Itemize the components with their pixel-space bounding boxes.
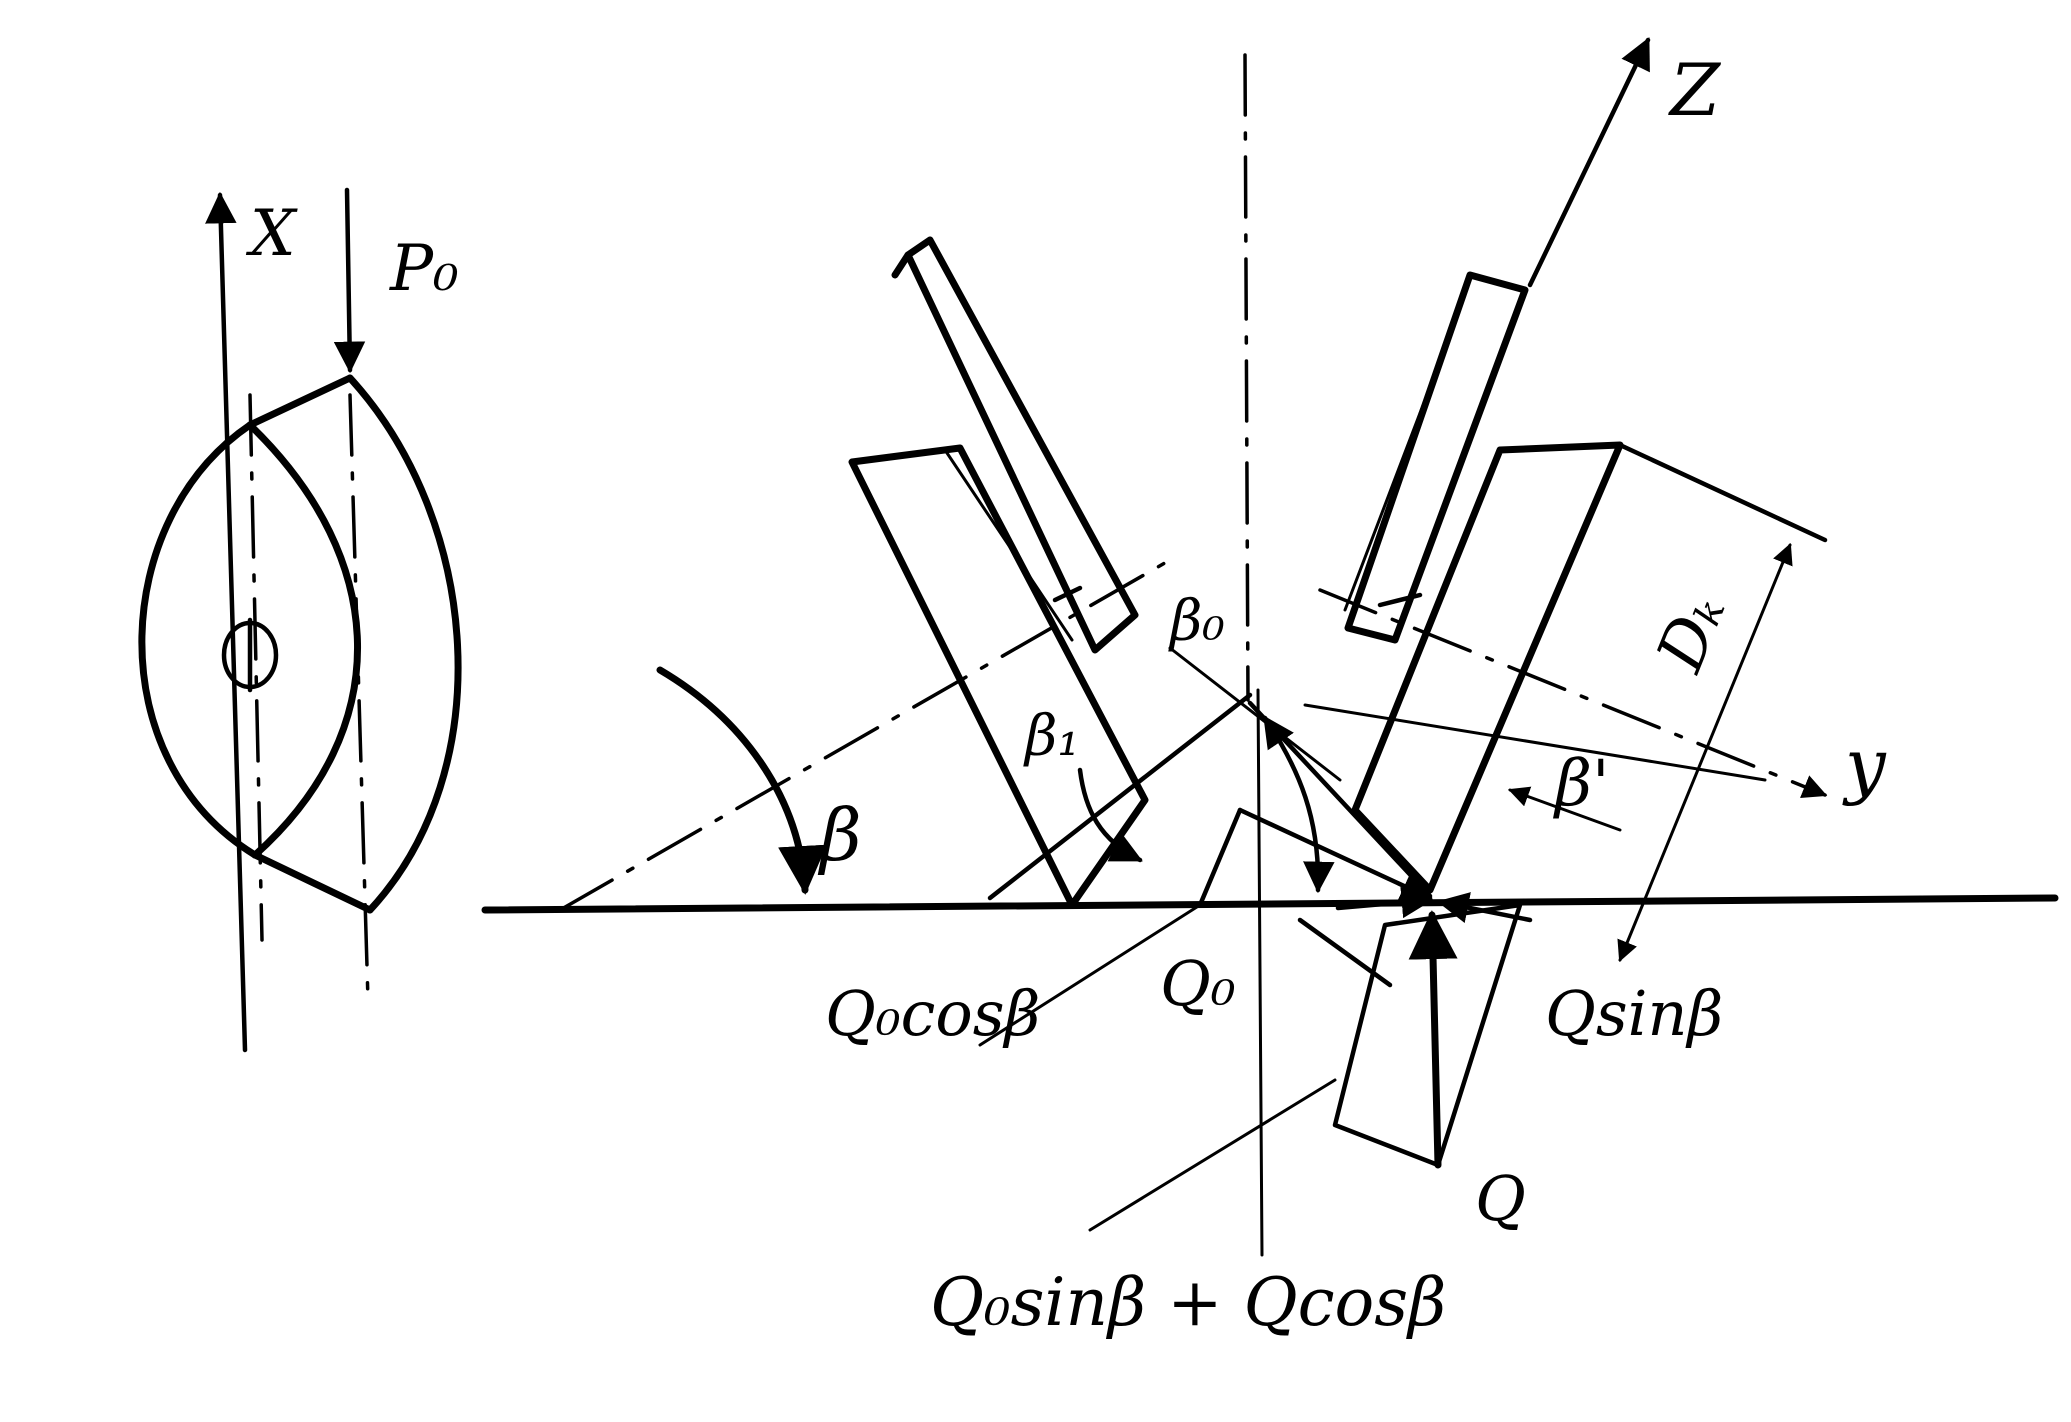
wheel-profile: [138, 187, 462, 1053]
vertical-thin-line: [1256, 688, 1264, 1257]
qsin-label: Qsinβ: [1545, 977, 1723, 1050]
p0-label: P₀: [389, 232, 459, 306]
beta-label: β: [817, 793, 862, 877]
beta0-label: β₀: [1168, 589, 1225, 654]
left-roller-body: [848, 444, 1149, 909]
q0-force-arrow: [1237, 807, 1433, 901]
q-force-arrow: [1408, 910, 1458, 1169]
inclined-centerline: [558, 558, 1172, 912]
vertical-centerline: [1243, 53, 1250, 702]
sum-label: Q₀sinβ + Qcosβ: [930, 1264, 1446, 1341]
wheel-top-edge: [246, 374, 354, 429]
p0-force-arrow: [333, 187, 366, 374]
q0cos-line: [987, 692, 1253, 901]
force-parallelogram: [1332, 902, 1523, 1168]
right-roller-body: [1351, 441, 1624, 894]
wheel-centerline: [248, 393, 264, 942]
beta1-label: β₁: [1023, 704, 1080, 769]
right-shaft: [1344, 271, 1529, 644]
groove-diagram: [481, 37, 2059, 1257]
q0cos-label: Q₀cosβ: [825, 977, 1040, 1050]
beta0-ray: [1168, 646, 1342, 782]
y-axis-label: y: [1842, 723, 1887, 807]
wheel-outer-centerline: [348, 393, 370, 1002]
beta-prime-arrow: [1508, 786, 1622, 832]
x-axis-label: X: [245, 197, 298, 271]
z-axis-label: Z: [1668, 48, 1722, 132]
baseline: [481, 894, 2059, 914]
beta0-angle-arc: [1262, 715, 1335, 894]
wheel-right-arc: [346, 374, 462, 914]
wheel-bottom-edge: [251, 851, 374, 914]
beta-prime-label: β': [1553, 747, 1610, 821]
q0-label: Q₀: [1160, 947, 1236, 1020]
beta-angle-arc: [656, 666, 827, 895]
dk-dimension: [1617, 543, 1793, 962]
wheel-inner-arc: [246, 421, 361, 859]
x-axis-arrow: [205, 191, 248, 1053]
left-shaft: [904, 236, 1139, 654]
z-axis-arrow: [1527, 37, 1651, 288]
wheel-left-arc: [138, 421, 259, 859]
right-roller-top-edge: [1617, 442, 1828, 543]
beta1-arrow: [1077, 767, 1143, 863]
dk-label: Dₖ: [1643, 584, 1740, 682]
q-label: Q: [1475, 1162, 1526, 1235]
